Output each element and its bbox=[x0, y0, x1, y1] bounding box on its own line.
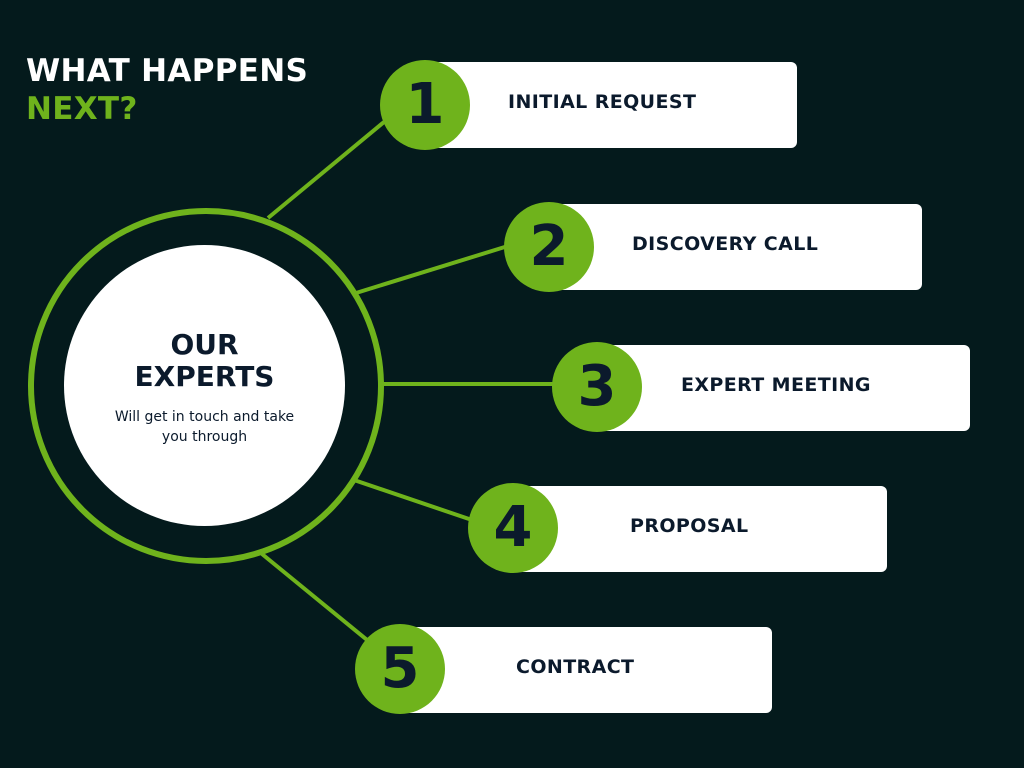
step-number-badge-4: 4 bbox=[468, 483, 558, 573]
hub-outer-ring bbox=[28, 208, 384, 564]
step-label-1: INITIAL REQUEST bbox=[508, 91, 697, 113]
step-label-5: CONTRACT bbox=[516, 656, 635, 678]
step-label-2: DISCOVERY CALL bbox=[632, 233, 819, 255]
page-title: WHAT HAPPENS NEXT? bbox=[26, 52, 308, 128]
step-number-badge-1: 1 bbox=[380, 60, 470, 150]
connector-step-1 bbox=[266, 120, 386, 220]
page-title-line2: NEXT? bbox=[26, 91, 138, 127]
hub-circle: OUR EXPERTS Will get in touch and take y… bbox=[64, 245, 345, 526]
page-title-line1: WHAT HAPPENS bbox=[26, 53, 309, 89]
step-card-2: DISCOVERY CALL bbox=[552, 204, 922, 290]
step-label-4: PROPOSAL bbox=[630, 515, 749, 537]
hub-subtitle: Will get in touch and take you through bbox=[114, 409, 295, 445]
step-card-4: PROPOSAL bbox=[516, 486, 887, 572]
connector-step-4 bbox=[353, 478, 473, 522]
step-number-badge-5: 5 bbox=[355, 624, 445, 714]
step-card-5: CONTRACT bbox=[402, 627, 772, 713]
connector-step-2 bbox=[355, 244, 509, 295]
step-number-badge-3: 3 bbox=[552, 342, 642, 432]
hub-heading-line1: OUR bbox=[170, 328, 239, 361]
step-label-3: EXPERT MEETING bbox=[681, 374, 871, 396]
step-number-badge-2: 2 bbox=[504, 202, 594, 292]
connector-step-5 bbox=[260, 552, 374, 646]
hub-heading-line2: EXPERTS bbox=[134, 360, 275, 393]
step-card-1: INITIAL REQUEST bbox=[428, 62, 797, 148]
step-card-3: EXPERT MEETING bbox=[600, 345, 970, 431]
